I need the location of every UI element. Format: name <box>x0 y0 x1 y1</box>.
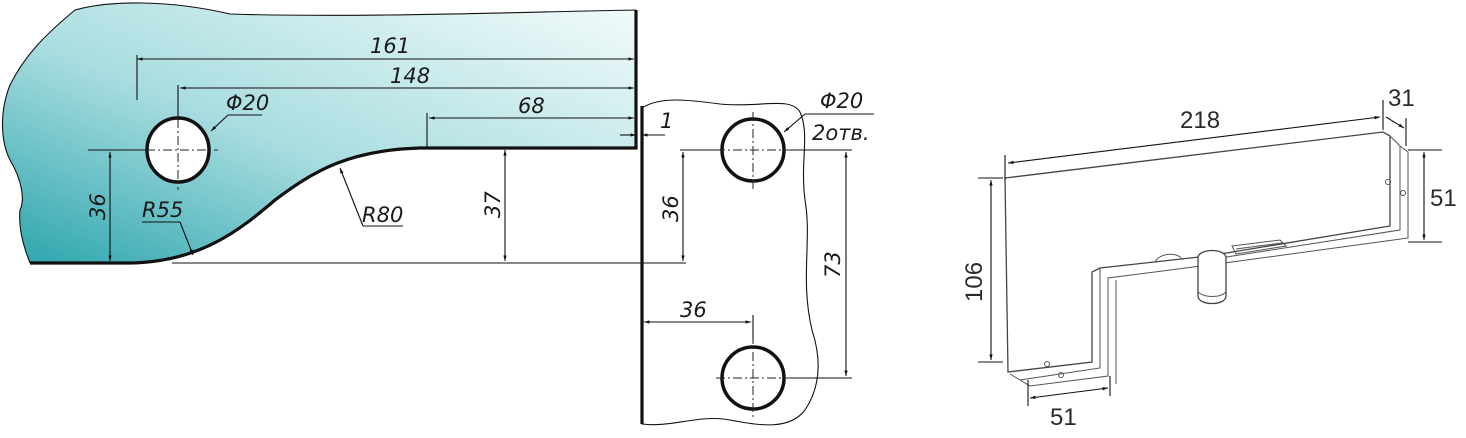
patch-fitting-drawing <box>1004 131 1409 387</box>
dim-36-right-horizontal: 36 <box>680 298 707 322</box>
radius-r80: R80 <box>362 203 403 227</box>
dim-36-left: 36 <box>86 193 110 220</box>
hole-diameter-label: Φ20 <box>226 91 269 115</box>
right-dimensions: Φ20 2отв. 36 73 36 <box>644 89 874 379</box>
dim-218: 218 <box>1180 107 1220 134</box>
dim-gap-1: 1 <box>660 109 673 133</box>
left-glass-panel <box>2 2 638 265</box>
dim-51-bottom: 51 <box>1050 404 1077 431</box>
radius-r55: R55 <box>142 198 183 222</box>
dim-73: 73 <box>821 251 845 278</box>
right-glass-fill <box>641 99 819 426</box>
dim-31: 31 <box>1388 85 1415 112</box>
left-dimensions: 161 148 68 Φ20 36 R55 R80 37 1 <box>86 34 686 264</box>
dim-68: 68 <box>518 94 545 118</box>
glass-cut-edge <box>30 10 638 265</box>
glass-fill <box>2 2 636 264</box>
dim-51-right: 51 <box>1430 185 1457 212</box>
dim-148: 148 <box>390 64 430 88</box>
dim-37: 37 <box>481 191 505 218</box>
dim-161: 161 <box>370 34 410 58</box>
dim-36-right-vertical: 36 <box>659 195 683 222</box>
dim-106: 106 <box>961 262 988 302</box>
hole-diameter-label-right: Φ20 <box>820 89 863 113</box>
right-glass-panel <box>640 99 819 426</box>
fitting-dimensions: 218 31 51 106 51 <box>961 85 1457 431</box>
hole-count-label: 2отв. <box>812 121 870 145</box>
glass-broken-edge <box>2 2 637 264</box>
